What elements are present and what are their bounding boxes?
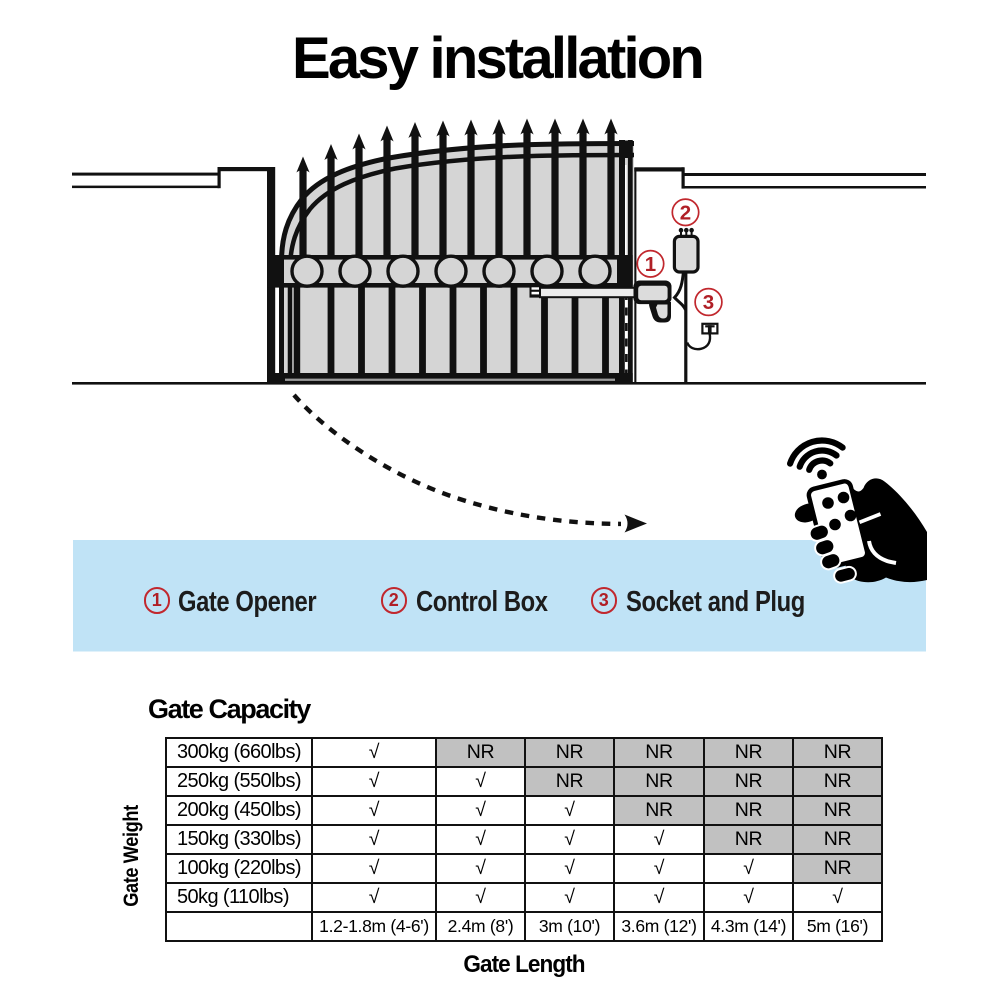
svg-text:2: 2: [680, 202, 691, 225]
svg-text:1: 1: [645, 253, 656, 276]
svg-text:3: 3: [703, 291, 714, 314]
